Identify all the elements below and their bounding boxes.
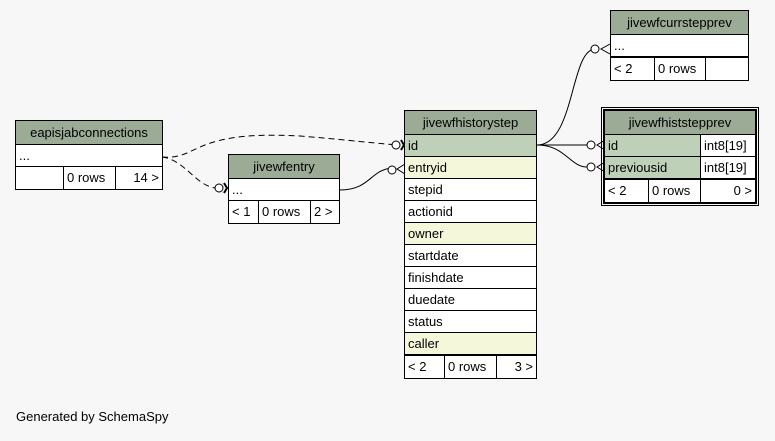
footer-rows: 0 rows: [649, 180, 701, 202]
column-caller: caller: [405, 333, 536, 355]
footer-children: 0 >: [733, 183, 752, 198]
column-startdate: startdate: [405, 245, 536, 267]
table-eapisjabconnections[interactable]: eapisjabconnections ... 0 rows 14 >: [15, 120, 163, 190]
footer-children: 2 >: [314, 204, 333, 219]
table-footer: < 2 0 rows 0 >: [605, 179, 755, 202]
footer-children: [706, 58, 748, 80]
table-footer: < 2 0 rows: [611, 57, 748, 80]
column-row: ...: [229, 179, 339, 201]
column-name: id: [605, 135, 701, 156]
footer-children: 3 >: [514, 359, 533, 374]
footer-children: 14 >: [133, 170, 159, 185]
table-jivewfentry[interactable]: jivewfentry ... < 1 0 rows 2 >: [228, 154, 340, 224]
column-entryid: entryid: [405, 157, 536, 179]
column-id: id: [405, 135, 536, 157]
column-row: ...: [611, 35, 748, 57]
table-header[interactable]: eapisjabconnections: [16, 121, 162, 145]
footer-parents: < 2: [605, 180, 649, 202]
footer-rows: 0 rows: [655, 58, 706, 80]
footer-parents: < 1: [229, 201, 259, 223]
table-footer: < 2 0 rows 3 >: [405, 355, 536, 378]
footer-parents: < 2: [405, 356, 445, 378]
edge-entry-historystep: [339, 167, 393, 191]
table-header[interactable]: jivewfhiststepprev: [605, 111, 755, 135]
column-previousid: previousid int8[19]: [605, 157, 755, 179]
edge-historystep-histstepprev-prev: [536, 144, 588, 168]
table-footer: < 1 0 rows 2 >: [229, 201, 339, 223]
edge-eapis-historystep: [161, 134, 401, 158]
column-finishdate: finishdate: [405, 267, 536, 289]
table-header[interactable]: jivewfhistorystep: [405, 111, 536, 135]
edge-eapis-entry: [161, 156, 216, 189]
table-header[interactable]: jivewfcurrstepprev: [611, 11, 748, 35]
table-jivewfhiststepprev[interactable]: jivewfhiststepprev id int8[19] previousi…: [601, 107, 759, 206]
table-footer: 0 rows 14 >: [16, 167, 162, 189]
column-type: int8[19]: [701, 135, 755, 156]
footer-rows: 0 rows: [259, 201, 311, 223]
table-header[interactable]: jivewfentry: [229, 155, 339, 179]
column-status: status: [405, 311, 536, 333]
column-owner: owner: [405, 223, 536, 245]
footer-rows: 0 rows: [64, 167, 116, 189]
table-jivewfhistorystep[interactable]: jivewfhistorystep id entryid stepid acti…: [404, 110, 537, 379]
column-row: ...: [16, 145, 162, 167]
column-name: previousid: [605, 157, 701, 178]
footer-rows: 0 rows: [445, 356, 497, 378]
column-type: int8[19]: [701, 157, 755, 178]
generated-by-label: Generated by SchemaSpy: [16, 409, 169, 424]
footer-parents: [16, 167, 64, 189]
column-actionid: actionid: [405, 201, 536, 223]
table-jivewfcurrstepprev[interactable]: jivewfcurrstepprev ... < 2 0 rows: [610, 10, 749, 81]
footer-parents: < 2: [611, 58, 655, 80]
column-duedate: duedate: [405, 289, 536, 311]
column-stepid: stepid: [405, 179, 536, 201]
edge-historystep-currstepprev: [536, 48, 596, 146]
column-id: id int8[19]: [605, 135, 755, 157]
